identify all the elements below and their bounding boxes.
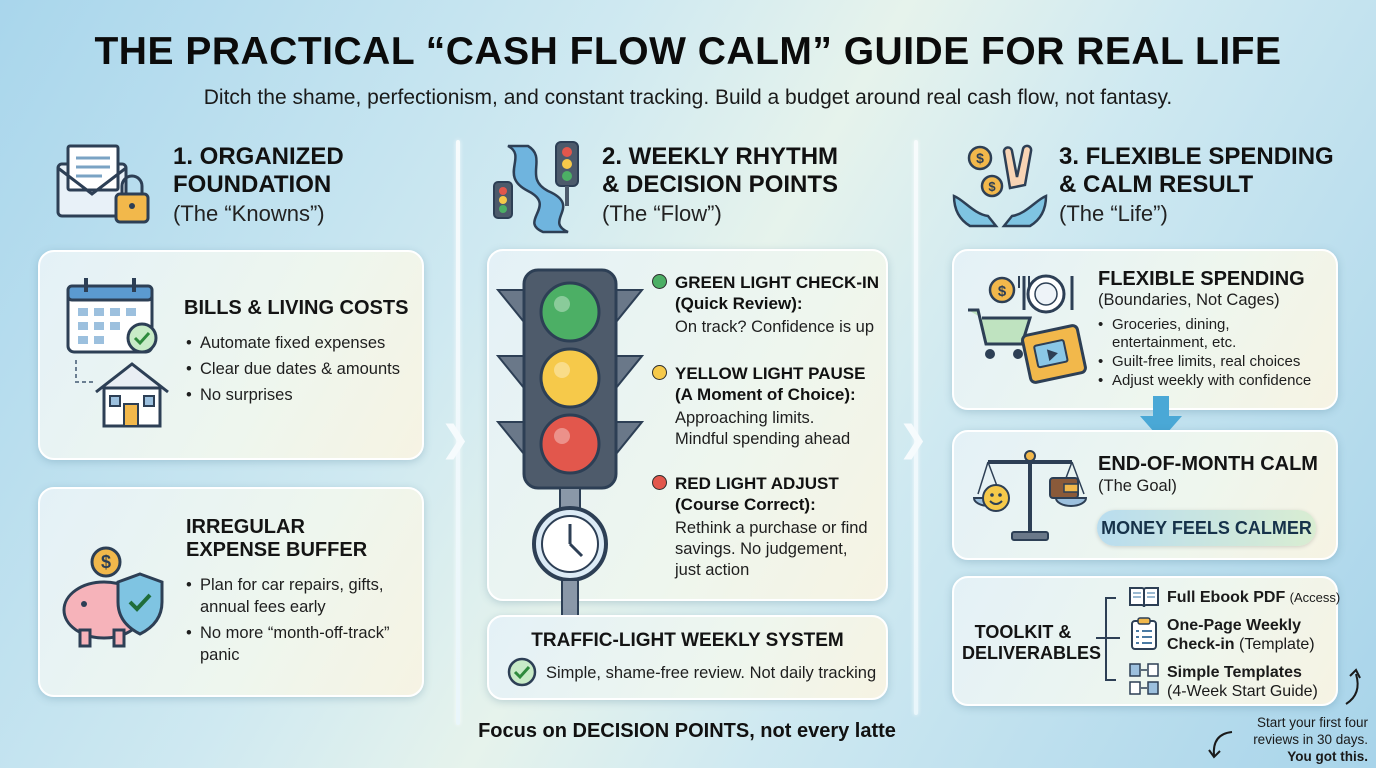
money-calmer-badge: MONEY FEELS CALMER [1097, 510, 1316, 546]
column3-heading: 3. FLEXIBLE SPENDING & CALM RESULT (The … [1059, 143, 1334, 226]
bills-title: BILLS & LIVING COSTS [184, 297, 409, 319]
green-light-block: GREEN LIGHT CHECK-IN (Quick Review): On … [675, 273, 879, 336]
list-item: Automate fixed expenses [186, 332, 416, 354]
toolkit-bracket [1094, 594, 1130, 684]
calendar-house-icon [62, 272, 172, 432]
toolkit-item-weekly: One-Page Weekly Check-in (Template) [1167, 617, 1315, 653]
buffer-title: IRREGULAR EXPENSE BUFFER [186, 516, 368, 561]
red-dot-icon [652, 475, 667, 490]
flexible-spending-list: Groceries, dining, entertainment, etc. G… [1098, 316, 1334, 391]
hands-coins-icon: $ $ [950, 138, 1050, 228]
curved-arrow-up-icon [1340, 668, 1366, 708]
column2-heading: 2. WEEKLY RHYTHM & DECISION POINTS (The … [602, 143, 839, 226]
page-subtitle: Ditch the shame, perfectionism, and cons… [203, 86, 1173, 109]
list-item: No more “month-off-track” panic [186, 622, 411, 666]
list-item: Adjust weekly with confidence [1098, 372, 1334, 390]
green-dot-icon [652, 274, 667, 289]
bills-list: Automate fixed expenses Clear due dates … [186, 332, 416, 410]
weekly-system-title: TRAFFIC-LIGHT WEEKLY SYSTEM [531, 630, 844, 651]
check-circle-icon [507, 657, 537, 687]
arrow-down-icon [1140, 396, 1182, 442]
list-item: Clear due dates & amounts [186, 358, 416, 380]
list-item: No surprises [186, 384, 416, 406]
toolkit-label: TOOLKIT & DELIVERABLES [962, 622, 1102, 663]
cart-plate-ticket-icon: $ [966, 270, 1088, 386]
piggy-bank-shield-icon: $ [56, 544, 176, 654]
list-item: Plan for car repairs, gifts, annual fees… [186, 574, 411, 618]
encouragement-note: Start your first four reviews in 30 days… [1253, 715, 1368, 764]
buffer-list: Plan for car repairs, gifts, annual fees… [186, 574, 411, 670]
balance-scale-icon [972, 446, 1088, 546]
column-divider-left [456, 140, 460, 725]
curved-arrow-down-icon [1206, 728, 1236, 760]
toolkit-item-templates: Simple Templates (4-Week Start Guide) [1167, 664, 1318, 700]
svg-text:$: $ [988, 179, 996, 194]
weekly-system-body: Simple, shame-free review. Not daily tra… [546, 664, 877, 682]
book-icon [1128, 585, 1160, 609]
traffic-light-icon [495, 268, 645, 619]
flexible-spending-sub: (Boundaries, Not Cages) [1098, 291, 1280, 309]
weekly-system-card [487, 615, 888, 700]
column-divider-right [914, 140, 918, 715]
footer-note: Focus on DECISION POINTS, not every latt… [478, 720, 896, 742]
clipboard-icon [1130, 617, 1158, 651]
road-traffic-light-icon [488, 136, 588, 236]
list-item: Guilt-free limits, real choices [1098, 353, 1334, 371]
templates-icon [1128, 662, 1160, 696]
yellow-dot-icon [652, 365, 667, 380]
end-of-month-title: END-OF-MONTH CALM [1098, 453, 1318, 475]
yellow-light-block: YELLOW LIGHT PAUSE (A Moment of Choice):… [675, 364, 866, 448]
column1-heading: 1. ORGANIZED FOUNDATION (The “Knowns”) [173, 143, 344, 226]
toolkit-item-ebook: Full Ebook PDF (Access) [1167, 589, 1341, 606]
page-title: THE PRACTICAL “CASH FLOW CALM” GUIDE FOR… [94, 30, 1282, 73]
chevron-right-icon: ❯ [898, 418, 929, 459]
list-item: Groceries, dining, entertainment, etc. [1098, 316, 1248, 352]
end-of-month-sub: (The Goal) [1098, 477, 1177, 495]
red-light-block: RED LIGHT ADJUST (Course Correct): Rethi… [675, 474, 868, 579]
chevron-right-icon: ❯ [440, 418, 471, 459]
svg-text:$: $ [998, 283, 1007, 300]
envelope-lock-icon [52, 140, 152, 230]
flexible-spending-title: FLEXIBLE SPENDING [1098, 268, 1305, 290]
svg-text:$: $ [976, 150, 984, 166]
svg-text:$: $ [101, 552, 111, 572]
